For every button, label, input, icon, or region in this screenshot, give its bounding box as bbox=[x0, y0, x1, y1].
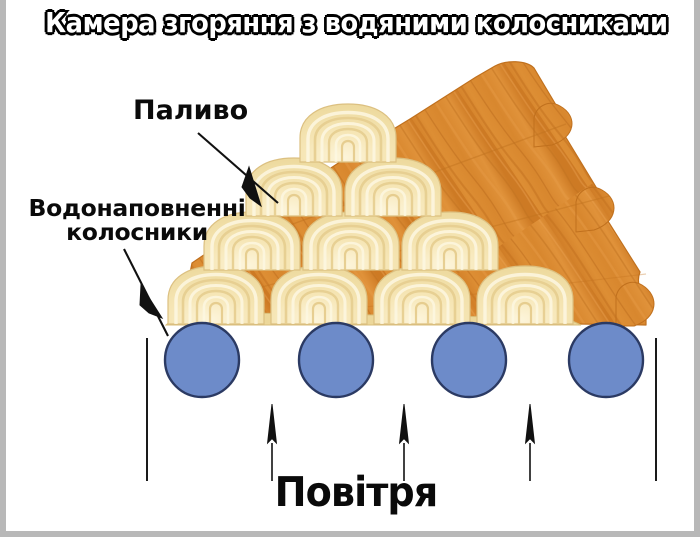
label-water-filled-grates: Водонаповненні колосники bbox=[28, 194, 246, 247]
air-arrow bbox=[398, 403, 410, 481]
water-grate-pipes bbox=[163, 321, 645, 399]
fuel-pointer-arrow bbox=[197, 132, 279, 208]
air-arrow bbox=[266, 403, 278, 481]
label-air: Повітря bbox=[274, 468, 439, 516]
chamber-parts-layer bbox=[123, 132, 657, 481]
grate-pipe bbox=[297, 321, 375, 399]
air-arrow bbox=[524, 403, 536, 481]
diagram-title-bar: Камера згоряння з водяними колосниками bbox=[6, 0, 694, 44]
label-fuel: Паливо bbox=[133, 95, 249, 126]
wood-pile-illustration bbox=[164, 61, 655, 327]
pointer-arrows bbox=[123, 132, 279, 337]
grate-pipe bbox=[567, 321, 645, 399]
grates-pointer-arrow bbox=[123, 248, 169, 337]
grate-pipe bbox=[430, 321, 508, 399]
grate-pipe bbox=[163, 321, 241, 399]
illustration-area: Камера згоряння з водяними колосниками П… bbox=[6, 0, 694, 531]
air-flow-arrows bbox=[266, 403, 536, 481]
page-title: Камера згоряння з водяними колосниками bbox=[43, 4, 670, 41]
